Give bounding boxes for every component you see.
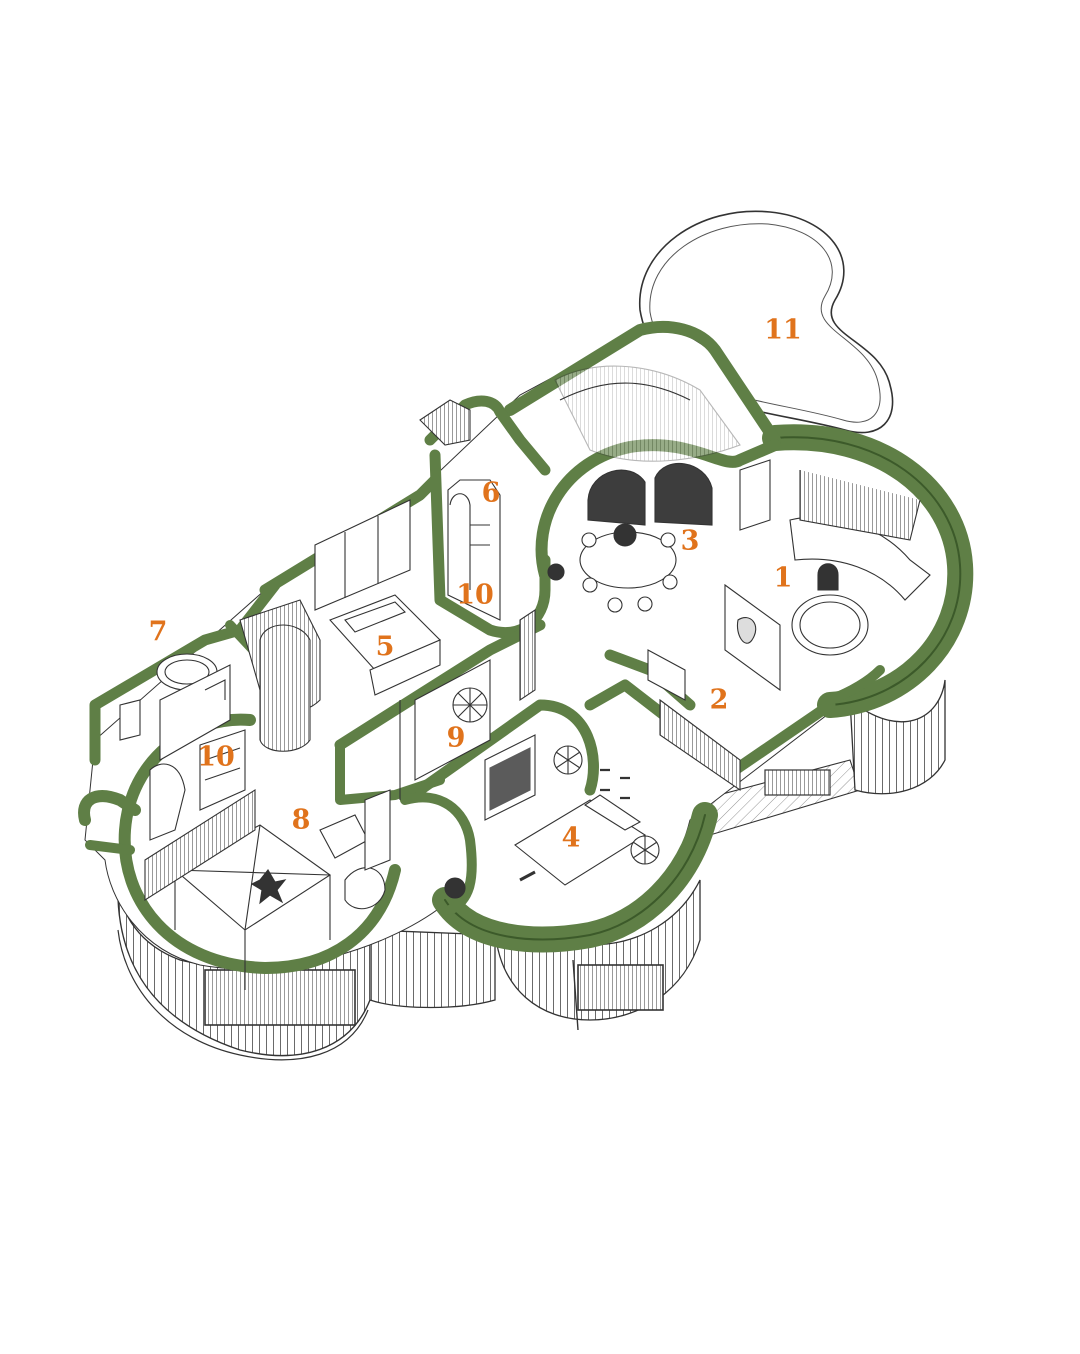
room-label-3: 3 xyxy=(680,525,700,557)
facade-left-drum-base xyxy=(117,929,369,1061)
wall-bedroom-4 xyxy=(414,699,599,796)
room-label-10-west: 10 xyxy=(197,741,235,773)
room-label-8: 8 xyxy=(291,804,311,836)
room-label-1: 1 xyxy=(773,562,793,594)
wall-bath-7 xyxy=(89,579,281,766)
room-label-2: 2 xyxy=(709,684,729,716)
exterior-facade xyxy=(117,679,946,1061)
dining-arch-right xyxy=(654,462,713,526)
terrace-outline xyxy=(554,365,741,462)
facade-mid-wall xyxy=(369,929,496,1009)
living-round-rug xyxy=(791,594,869,656)
facade-window-right xyxy=(577,964,664,1011)
plant-dark xyxy=(547,563,565,581)
living-chair xyxy=(817,563,839,591)
room-5-windows xyxy=(314,499,411,611)
facade-east-drum xyxy=(849,679,946,795)
facade-window-left xyxy=(204,969,356,1026)
room-label-11: 11 xyxy=(764,314,802,346)
dining-arch-left xyxy=(587,469,646,526)
ottoman-4 xyxy=(444,877,466,899)
kitchen-counter xyxy=(659,698,741,792)
wall-north-corridor xyxy=(424,395,551,476)
interior-details xyxy=(119,365,931,990)
room-label-5: 5 xyxy=(375,631,395,663)
bed-8-headboard xyxy=(144,788,256,902)
shower-block xyxy=(259,624,311,752)
facade-window-east xyxy=(764,769,831,796)
room-label-10-north: 10 xyxy=(456,579,494,611)
room-label-7: 7 xyxy=(148,616,168,648)
dining-pendant xyxy=(613,523,637,547)
wall-west-cap xyxy=(78,790,141,826)
room-label-6: 6 xyxy=(481,477,501,509)
room-label-9: 9 xyxy=(446,722,466,754)
wall-north-long xyxy=(504,321,781,446)
room-label-4: 4 xyxy=(561,822,581,854)
